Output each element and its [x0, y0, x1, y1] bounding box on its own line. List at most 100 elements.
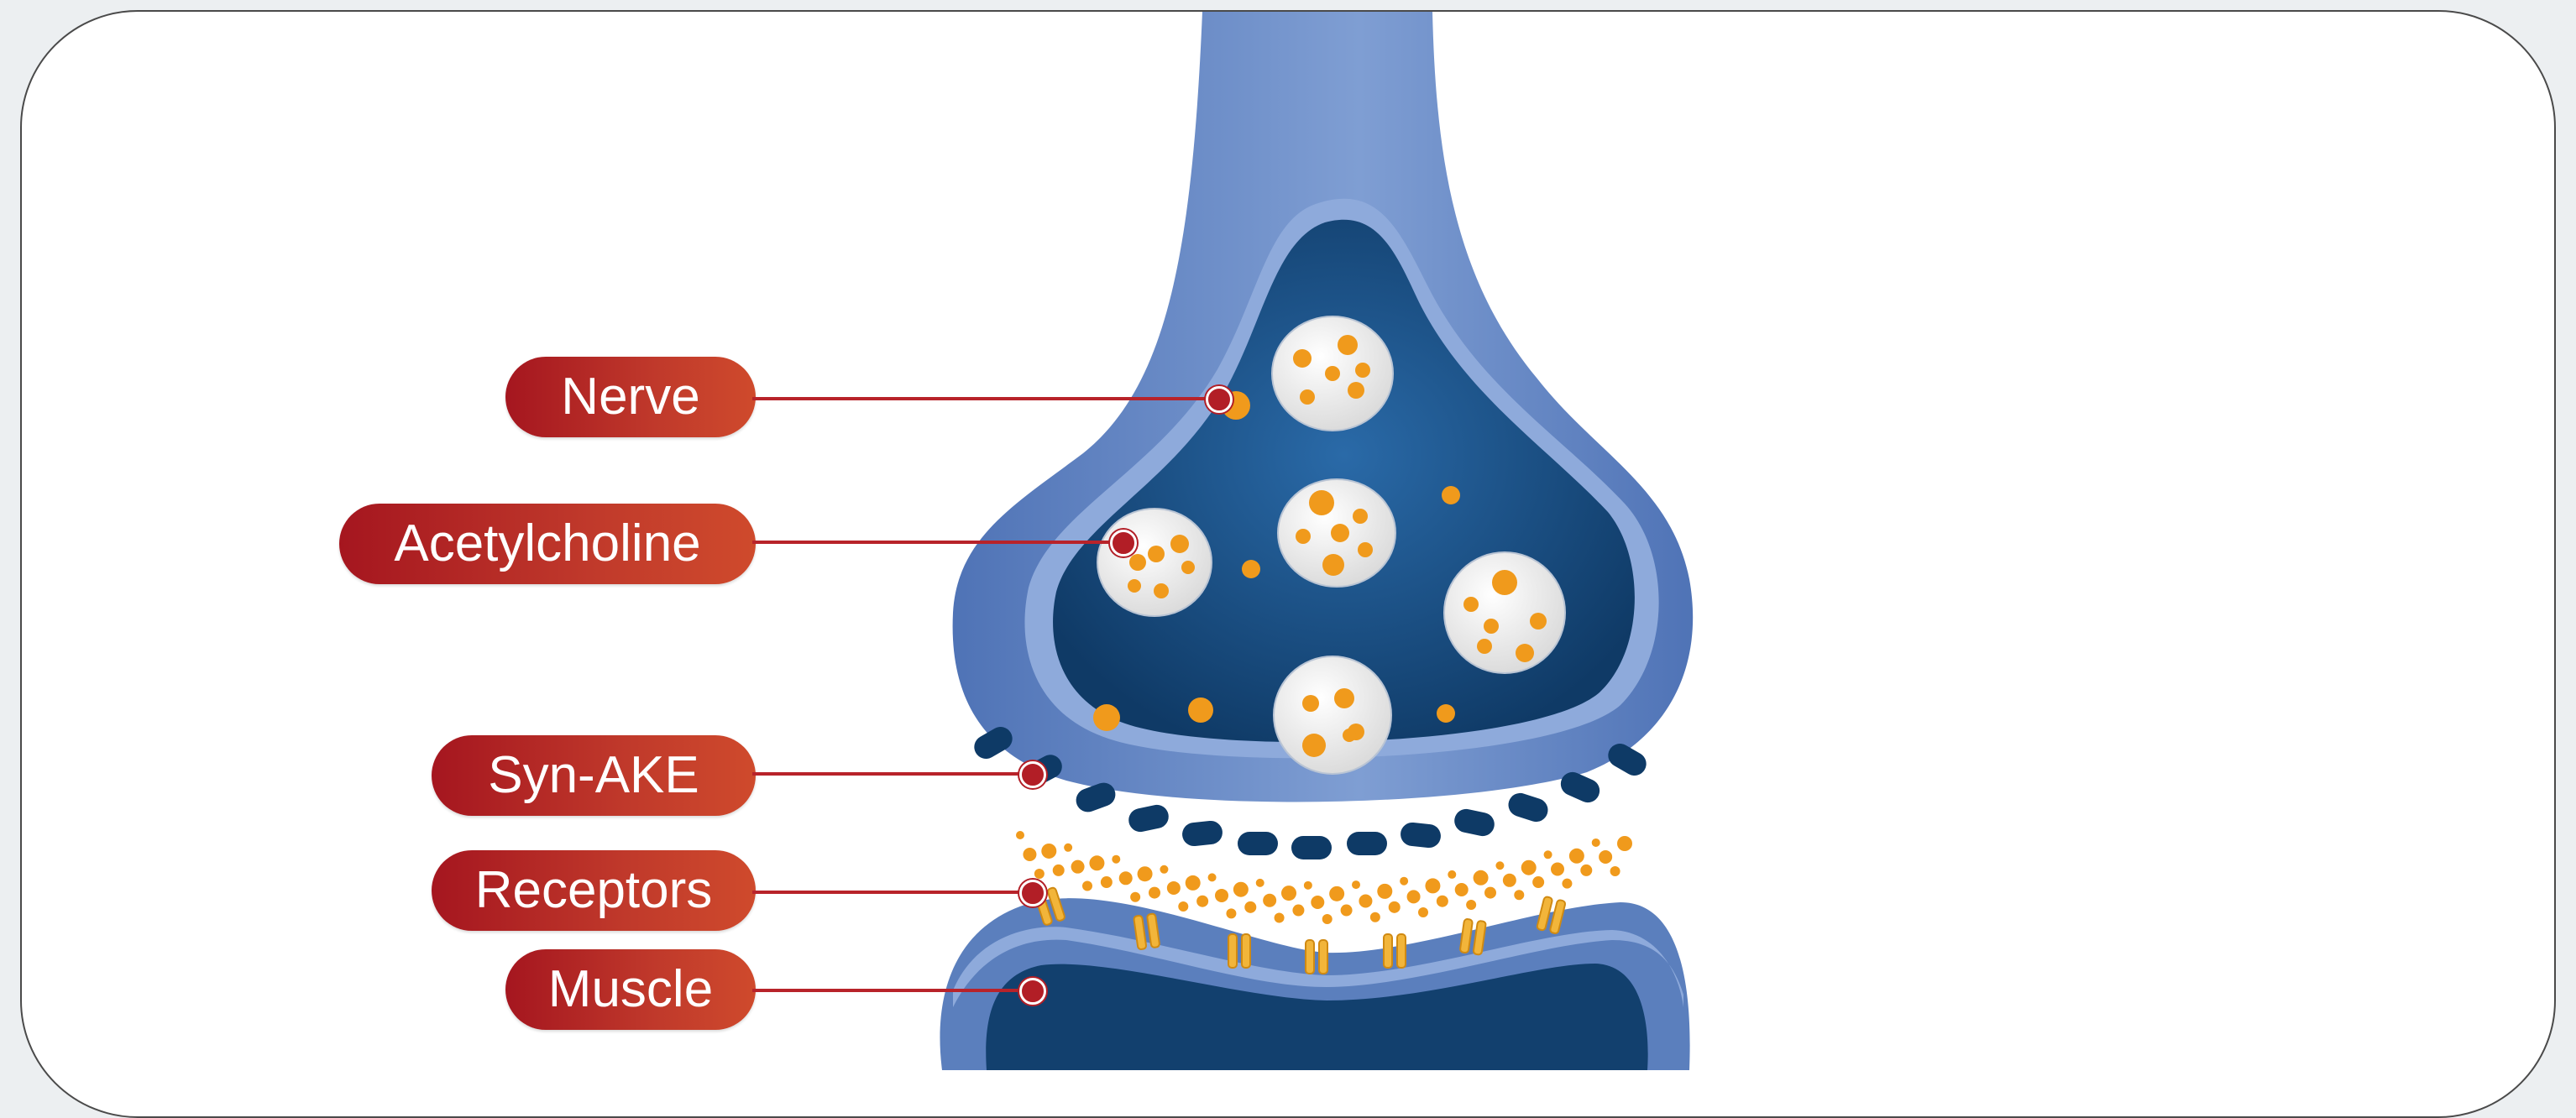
acetylcholine-molecule: [1358, 542, 1373, 557]
acetylcholine-molecule: [1181, 561, 1195, 574]
cleft-acetylcholine: [1053, 865, 1065, 876]
label-receptors: Receptors: [432, 850, 756, 931]
syn-ake-peptide: [1127, 802, 1171, 833]
cleft-acetylcholine: [1474, 870, 1489, 886]
cleft-acetylcholine: [1532, 876, 1544, 888]
acetylcholine-molecule: [1343, 729, 1356, 742]
receptor-subunit-right: [1319, 940, 1327, 974]
acetylcholine-molecule: [1348, 382, 1364, 399]
acetylcholine-molecule: [1477, 639, 1492, 654]
cleft-acetylcholine: [1041, 844, 1056, 859]
leader-muscle: [752, 989, 1028, 992]
cleft-acetylcholine: [1322, 914, 1333, 924]
acetylcholine-molecule: [1331, 524, 1349, 542]
cleft-acetylcholine: [1160, 865, 1168, 874]
acetylcholine-molecule: [1338, 335, 1358, 355]
cleft-acetylcholine: [1071, 860, 1085, 874]
cleft-acetylcholine: [1233, 882, 1249, 897]
acetylcholine-molecule: [1530, 613, 1547, 630]
receptor-subunit-right: [1242, 934, 1250, 968]
cleft-acetylcholine: [1196, 896, 1208, 907]
cleft-acetylcholine: [1130, 892, 1140, 902]
acetylcholine-molecule: [1484, 619, 1499, 634]
marker-nerve: [1206, 386, 1233, 413]
cleft-acetylcholine: [1610, 866, 1620, 876]
free-acetylcholine: [1442, 486, 1460, 504]
cleft-acetylcholine: [1167, 881, 1181, 895]
cleft-acetylcholine: [1034, 869, 1045, 879]
cleft-acetylcholine: [1304, 881, 1312, 890]
syn-ake-peptide: [1453, 807, 1497, 838]
cleft-acetylcholine: [1311, 896, 1324, 909]
free-acetylcholine: [1093, 704, 1120, 731]
acetylcholine-molecule: [1463, 597, 1479, 612]
cleft-acetylcholine: [1562, 879, 1572, 889]
label-acetylcholine: Acetylcholine: [339, 504, 756, 584]
cleft-acetylcholine: [1016, 831, 1024, 839]
cleft-acetylcholine: [1101, 876, 1113, 888]
leader-syn-ake: [752, 772, 1028, 776]
marker-acetylcholine: [1110, 530, 1137, 556]
cleft-acetylcholine: [1617, 836, 1632, 851]
cleft-acetylcholine: [1208, 873, 1217, 881]
acetylcholine-molecule: [1170, 535, 1189, 553]
cleft-acetylcholine: [1226, 908, 1236, 918]
cleft-acetylcholine: [1514, 890, 1524, 900]
free-acetylcholine: [1437, 704, 1455, 723]
cleft-acetylcholine: [1112, 855, 1120, 864]
cleft-acetylcholine: [1377, 884, 1392, 899]
cleft-acetylcholine: [1521, 860, 1537, 875]
acetylcholine-molecule: [1128, 579, 1141, 593]
acetylcholine-molecule: [1293, 349, 1312, 368]
marker-syn-ake: [1019, 761, 1046, 788]
acetylcholine-molecule: [1353, 509, 1368, 524]
syn-ake-peptide: [1238, 832, 1278, 855]
cleft-acetylcholine: [1580, 865, 1592, 876]
vesicle: [1274, 656, 1391, 774]
cleft-acetylcholine: [1263, 894, 1276, 907]
receptor-subunit-left: [1384, 934, 1392, 968]
receptor-subunit-left: [1306, 940, 1314, 974]
syn-ake-peptide: [1505, 790, 1551, 824]
vesicle: [1097, 509, 1212, 616]
leader-acetylcholine: [752, 541, 1120, 544]
cleft-acetylcholine: [1352, 880, 1360, 889]
cleft-acetylcholine: [1178, 901, 1188, 912]
cleft-acetylcholine: [1292, 905, 1304, 917]
cleft-acetylcholine: [1466, 900, 1476, 910]
acetylcholine-molecule: [1325, 366, 1340, 381]
cleft-acetylcholine: [1437, 896, 1448, 907]
acetylcholine-molecule: [1492, 570, 1517, 595]
acetylcholine-molecule: [1300, 389, 1315, 405]
acetylcholine-molecule: [1129, 554, 1146, 571]
cleft-acetylcholine: [1359, 894, 1372, 907]
cleft-acetylcholine: [1455, 883, 1469, 896]
cleft-acetylcholine: [1495, 861, 1504, 870]
cleft-acetylcholine: [1592, 838, 1600, 847]
acetylcholine-molecule: [1334, 688, 1354, 708]
acetylcholine-molecule: [1148, 546, 1165, 562]
receptor-subunit-right: [1397, 934, 1406, 968]
cleft-acetylcholine: [1569, 849, 1584, 864]
cleft-acetylcholine: [1082, 881, 1092, 891]
acetylcholine-molecule: [1302, 695, 1319, 712]
syn-ake-peptide: [1347, 832, 1387, 855]
receptor-subunit-left: [1228, 934, 1237, 968]
cleft-acetylcholine: [1389, 901, 1401, 913]
diagram-stage: Nerve Acetylcholine Syn-AKE Receptors Mu…: [0, 0, 2576, 1070]
cleft-acetylcholine: [1448, 870, 1456, 879]
cleft-acetylcholine: [1186, 875, 1201, 891]
cleft-acetylcholine: [1370, 912, 1380, 922]
cleft-acetylcholine: [1089, 855, 1104, 870]
cleft-acetylcholine: [1023, 848, 1036, 861]
acetylcholine-molecule: [1309, 490, 1334, 515]
marker-receptors: [1019, 880, 1046, 906]
acetylcholine-molecule: [1154, 583, 1169, 598]
cleft-acetylcholine: [1149, 887, 1160, 899]
cleft-acetylcholine: [1275, 912, 1285, 922]
marker-muscle: [1019, 978, 1046, 1005]
cleft-acetylcholine: [1418, 907, 1428, 917]
cleft-acetylcholine: [1119, 871, 1133, 885]
syn-ake-peptide: [1181, 820, 1224, 848]
label-nerve: Nerve: [505, 357, 756, 437]
